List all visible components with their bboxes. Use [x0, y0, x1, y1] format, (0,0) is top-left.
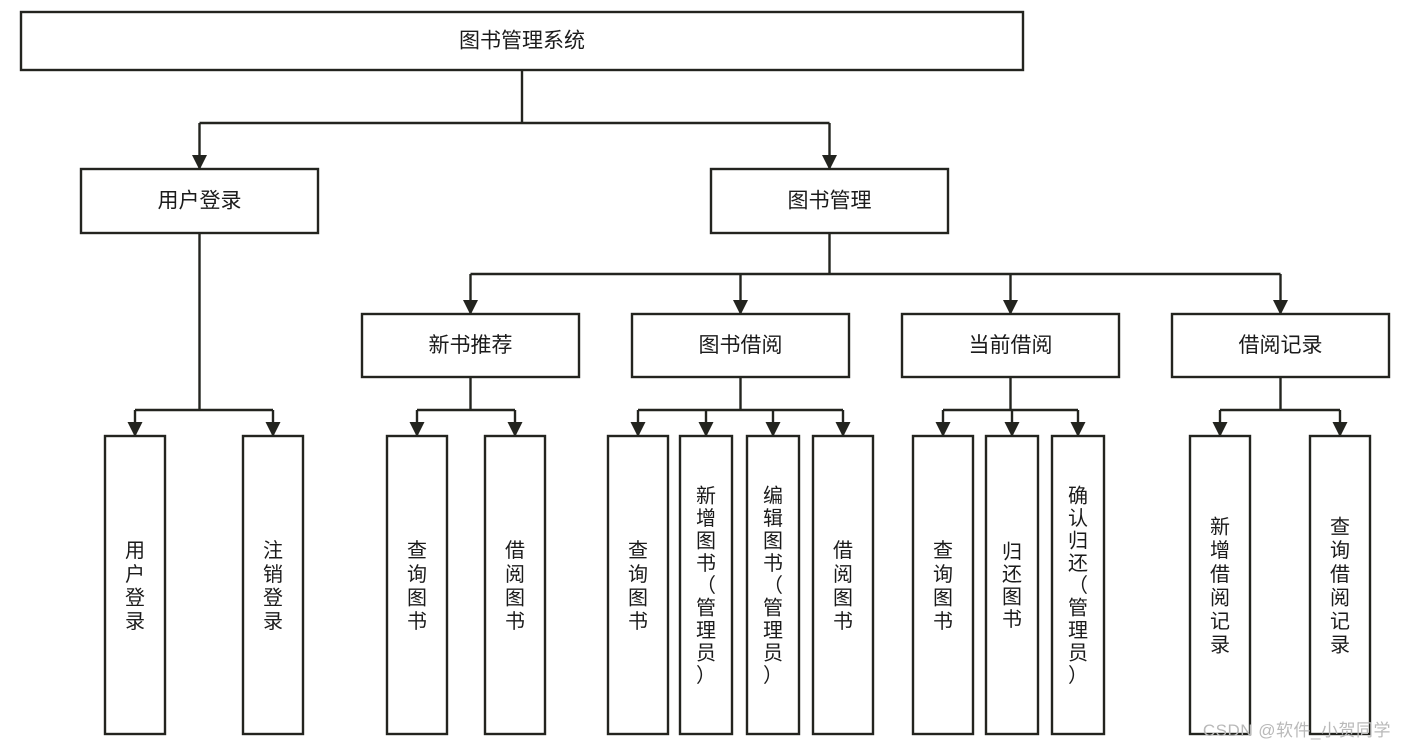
node-label: 图书借阅 [699, 334, 783, 357]
node-box [709, 167, 950, 235]
node-label: 借阅图书 [833, 539, 853, 633]
node-label: 借阅图书 [505, 539, 525, 633]
edge-arrowhead [1273, 300, 1288, 315]
node-leaf-query-book-1[interactable]: 查询图书 [385, 434, 449, 736]
node-label: 查询图书 [933, 539, 953, 633]
node-label: 确认归还（管理员） [1068, 484, 1088, 686]
nodes-layer: 图书管理系统用户登录图书管理新书推荐图书借阅当前借阅借阅记录用户登录注销登录查询… [19, 10, 1391, 736]
node-box [678, 434, 734, 736]
edge-group-book-borrow [630, 377, 851, 437]
node-leaf-query-book-2[interactable]: 查询图书 [606, 434, 670, 736]
node-box [19, 10, 1025, 72]
node-label: 当前借阅 [969, 334, 1053, 357]
edge-arrowhead [1004, 422, 1020, 437]
node-label: 查询图书 [628, 539, 648, 633]
node-book-borrow[interactable]: 图书借阅 [630, 312, 851, 379]
node-box [606, 434, 670, 736]
node-leaf-confirm-return[interactable]: 确认归还（管理员） [1050, 434, 1106, 736]
edge-arrowhead [1070, 422, 1086, 437]
node-label: 查询借阅记录 [1330, 516, 1350, 657]
edge-arrowhead [1332, 422, 1348, 437]
node-label: 图书管理系统 [459, 30, 585, 53]
edge-arrowhead [265, 422, 281, 437]
node-box [745, 434, 801, 736]
node-box [1188, 434, 1252, 736]
node-box [984, 434, 1040, 736]
node-leaf-user-login[interactable]: 用户登录 [103, 434, 167, 736]
node-leaf-borrow-book-2[interactable]: 借阅图书 [811, 434, 875, 736]
node-leaf-query-book-3[interactable]: 查询图书 [911, 434, 975, 736]
node-label: 编辑图书（管理员） [763, 484, 783, 686]
node-box [1050, 434, 1106, 736]
node-label: 新增图书（管理员） [696, 484, 716, 686]
node-leaf-return-book[interactable]: 归还图书 [984, 434, 1040, 736]
edge-group-book-manage [463, 233, 1288, 315]
node-box [630, 312, 851, 379]
node-box [385, 434, 449, 736]
edge-arrowhead [822, 155, 837, 170]
node-box [241, 434, 305, 736]
edge-arrowhead [1212, 422, 1228, 437]
edge-group-new-book-rec [409, 377, 523, 437]
node-label: 注销登录 [263, 539, 283, 633]
node-user-login[interactable]: 用户登录 [79, 167, 320, 235]
node-box [483, 434, 547, 736]
node-box [900, 312, 1121, 379]
node-box [103, 434, 167, 736]
node-label: 归还图书 [1002, 541, 1022, 631]
edge-arrowhead [935, 422, 951, 437]
edge-group-borrow-record [1212, 377, 1348, 437]
node-leaf-add-record[interactable]: 新增借阅记录 [1188, 434, 1252, 736]
edge-arrowhead [127, 422, 143, 437]
edge-arrowhead [630, 422, 646, 437]
edge-arrowhead [463, 300, 478, 315]
edge-group-root [192, 70, 837, 170]
node-borrow-record[interactable]: 借阅记录 [1170, 312, 1391, 379]
node-box [79, 167, 320, 235]
edge-arrowhead [1003, 300, 1018, 315]
edge-group-current-borrow [935, 377, 1086, 437]
node-label: 新增借阅记录 [1210, 516, 1230, 657]
node-label: 用户登录 [125, 540, 145, 633]
node-label: 用户登录 [158, 190, 242, 213]
edge-arrowhead [409, 422, 425, 437]
node-label: 新书推荐 [429, 334, 513, 357]
edge-arrowhead [835, 422, 851, 437]
edge-arrowhead [698, 422, 714, 437]
node-leaf-query-record[interactable]: 查询借阅记录 [1308, 434, 1372, 736]
node-box [360, 312, 581, 379]
edge-group-user-login [127, 233, 281, 437]
node-leaf-user-logout[interactable]: 注销登录 [241, 434, 305, 736]
node-box [1170, 312, 1391, 379]
edge-arrowhead [765, 422, 781, 437]
node-box [811, 434, 875, 736]
node-new-book-rec[interactable]: 新书推荐 [360, 312, 581, 379]
node-book-manage[interactable]: 图书管理 [709, 167, 950, 235]
edge-arrowhead [192, 155, 207, 170]
node-label: 查询图书 [407, 539, 427, 633]
node-leaf-add-book[interactable]: 新增图书（管理员） [678, 434, 734, 736]
node-root[interactable]: 图书管理系统 [19, 10, 1025, 72]
edge-arrowhead [507, 422, 523, 437]
node-label: 图书管理 [788, 190, 872, 213]
node-current-borrow[interactable]: 当前借阅 [900, 312, 1121, 379]
edges-layer [127, 70, 1348, 437]
node-box [911, 434, 975, 736]
node-label: 借阅记录 [1239, 334, 1323, 357]
node-leaf-edit-book[interactable]: 编辑图书（管理员） [745, 434, 801, 736]
node-box [1308, 434, 1372, 736]
edge-arrowhead [733, 300, 748, 315]
node-leaf-borrow-book-1[interactable]: 借阅图书 [483, 434, 547, 736]
